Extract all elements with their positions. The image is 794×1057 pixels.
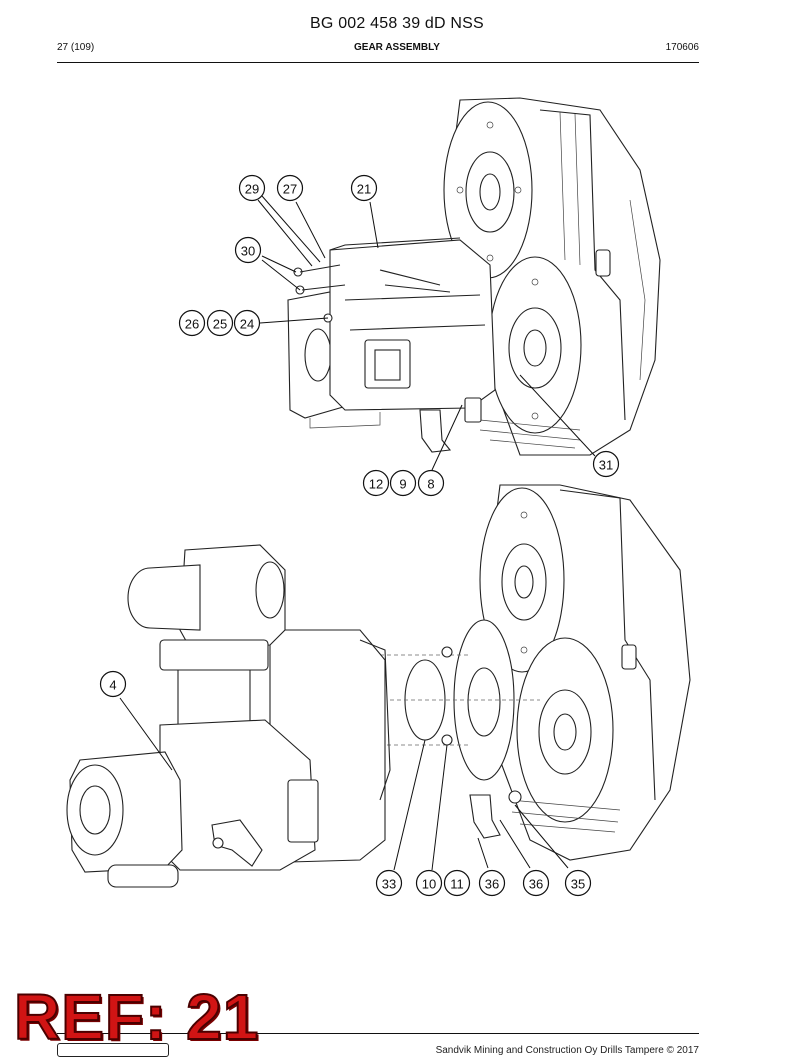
- callout-36-a-label: 36: [485, 877, 499, 892]
- upper-gearbox: [443, 97, 661, 456]
- callout-21-label: 21: [357, 182, 371, 197]
- footer-rule: [57, 1033, 699, 1034]
- callout-12: 12: [362, 469, 390, 497]
- callout-12-label: 12: [369, 477, 383, 492]
- callout-36-b-label: 36: [529, 877, 543, 892]
- footer-copyright: Sandvik Mining and Construction Oy Drill…: [435, 1045, 699, 1056]
- section-title: GEAR ASSEMBLY: [354, 42, 440, 53]
- callout-8: 8: [417, 469, 445, 497]
- callout-33: 33: [375, 869, 403, 897]
- callout-35-label: 35: [571, 877, 585, 892]
- callout-31: 31: [592, 450, 620, 478]
- callout-25: 25: [206, 309, 234, 337]
- page-number: 27 (109): [57, 42, 95, 53]
- callout-24-label: 24: [240, 317, 254, 332]
- callout-27-label: 27: [283, 182, 297, 197]
- lower-adapter-and-seal: [380, 619, 540, 839]
- ref-stamp: REF: 21: [13, 981, 260, 1053]
- lower-gearbox: [479, 484, 691, 861]
- lower-motor: [66, 544, 391, 888]
- callout-4-label: 4: [109, 678, 116, 693]
- callout-31-label: 31: [599, 458, 613, 473]
- callout-36-a: 36: [478, 869, 506, 897]
- callout-4: 4: [99, 670, 127, 698]
- callout-29: 29: [238, 174, 266, 202]
- callout-35: 35: [564, 869, 592, 897]
- document-number: BG 002 458 39 dD NSS: [310, 15, 484, 32]
- callout-26: 26: [178, 309, 206, 337]
- callout-25-label: 25: [213, 317, 227, 332]
- leader-lines: [119, 195, 596, 871]
- callout-26-label: 26: [185, 317, 199, 332]
- callout-11: 11: [443, 869, 471, 897]
- callout-30-label: 30: [241, 244, 255, 259]
- callout-8-label: 8: [427, 477, 434, 492]
- upper-motor: [287, 237, 496, 453]
- date-code: 170606: [665, 42, 699, 53]
- callout-33-label: 33: [382, 877, 396, 892]
- callout-30: 30: [234, 236, 262, 264]
- callout-36-b: 36: [522, 869, 550, 897]
- callout-9: 9: [389, 469, 417, 497]
- callout-9-label: 9: [399, 477, 406, 492]
- header-rule: [57, 62, 699, 63]
- callout-11-label: 11: [450, 877, 464, 892]
- callout-10-label: 10: [422, 877, 436, 892]
- callout-21: 21: [350, 174, 378, 202]
- callout-27: 27: [276, 174, 304, 202]
- callout-29-label: 29: [245, 182, 259, 197]
- callout-24: 24: [233, 309, 261, 337]
- callout-10: 10: [415, 869, 443, 897]
